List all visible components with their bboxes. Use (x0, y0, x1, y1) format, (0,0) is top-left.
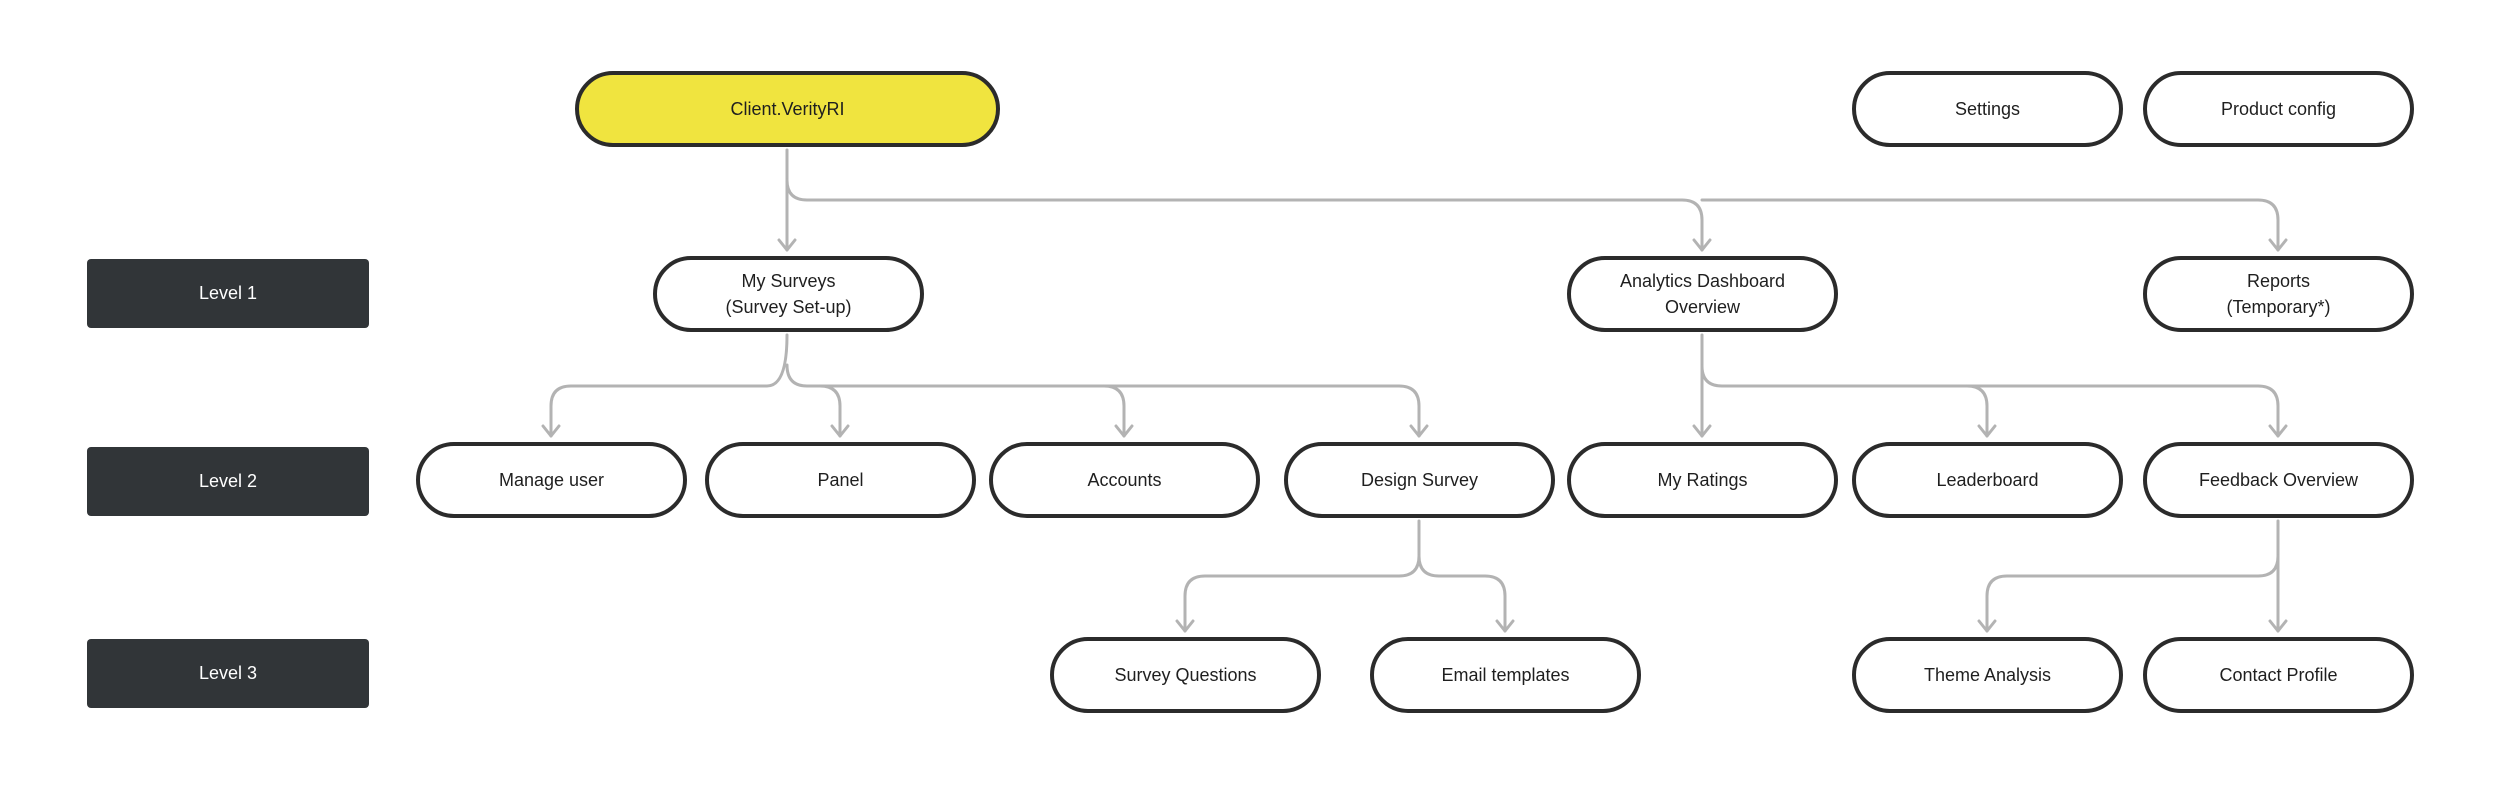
connector-design-survey-children (1183, 519, 1421, 633)
node-client-verityri: Client.VerityRI (575, 71, 1000, 147)
node-analytics-dashboard: Analytics Dashboard Overview (1567, 256, 1838, 332)
node-email-templates: Email templates (1370, 637, 1641, 713)
node-my-ratings: My Ratings (1567, 442, 1838, 518)
node-manage-user: Manage user (416, 442, 687, 518)
node-label: Manage user (498, 470, 605, 490)
node-design-survey: Design Survey (1284, 442, 1555, 518)
node-label: Leaderboard (1936, 470, 2039, 490)
node-label: Product config (2220, 99, 2337, 119)
node-label: Feedback Overview (2198, 470, 2359, 490)
node-survey-questions: Survey Questions (1050, 637, 1321, 713)
node-label-line-2: (Survey Set-up) (725, 297, 852, 317)
node-label-line-2: Overview (1664, 297, 1740, 317)
node-accounts: Accounts (989, 442, 1260, 518)
level-2-label: Level 2 (87, 447, 369, 516)
node-label: Accounts (1087, 470, 1162, 490)
node-leaderboard: Leaderboard (1852, 442, 2123, 518)
node-label-line-2: (Temporary*) (2226, 297, 2331, 317)
level-1-label: Level 1 (87, 259, 369, 328)
level-3-label: Level 3 (87, 639, 369, 708)
node-contact-profile: Contact Profile (2143, 637, 2414, 713)
node-label: Theme Analysis (1923, 665, 2052, 685)
node-theme-analysis: Theme Analysis (1852, 637, 2123, 713)
node-label: Panel (817, 470, 864, 490)
node-label: Settings (1954, 99, 2021, 119)
node-reports: Reports (Temporary*) (2143, 256, 2414, 332)
node-my-surveys: My Surveys (Survey Set-up) (653, 256, 924, 332)
node-label-line-1: Reports (2246, 271, 2311, 291)
node-product-config: Product config (2143, 71, 2414, 147)
node-label: Design Survey (1360, 470, 1479, 490)
node-label: Contact Profile (2219, 665, 2338, 685)
node-label: Email templates (1441, 665, 1570, 685)
node-label-line-1: Analytics Dashboard (1619, 271, 1786, 291)
node-label: Client.VerityRI (730, 99, 845, 119)
node-feedback-overview: Feedback Overview (2143, 442, 2414, 518)
node-label: My Ratings (1657, 470, 1748, 490)
connector-my-surveys-children (549, 333, 789, 438)
node-panel: Panel (705, 442, 976, 518)
node-label-line-1: My Surveys (741, 271, 836, 291)
node-label: Survey Questions (1114, 665, 1257, 685)
node-settings: Settings (1852, 71, 2123, 147)
